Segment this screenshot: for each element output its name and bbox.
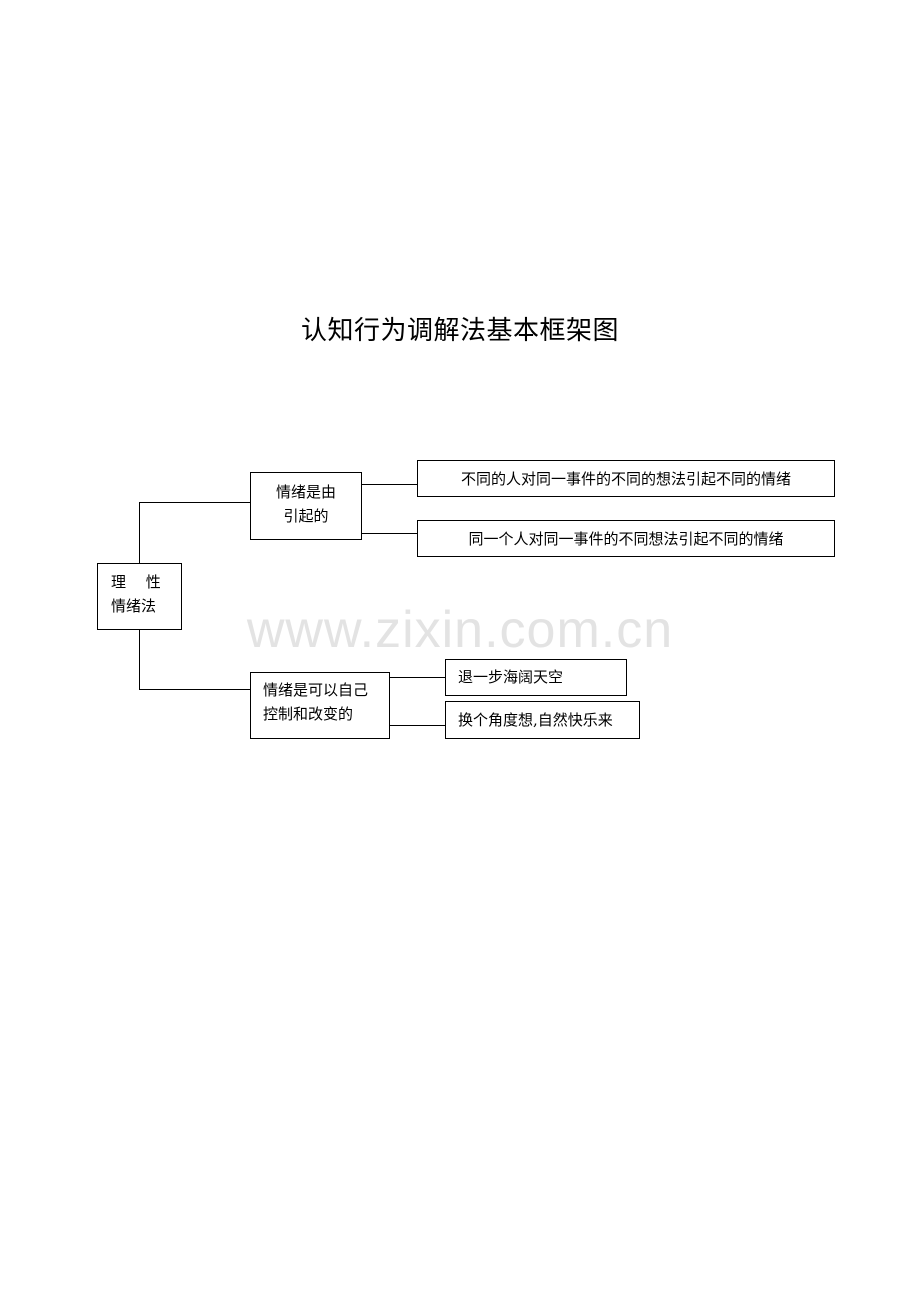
branch-2-to-leaf-2-connector xyxy=(389,725,445,726)
root-node-line-1: 理 性 xyxy=(111,573,161,591)
leaf-1-1-text: 不同的人对同一事件的不同的想法引起不同的情绪 xyxy=(460,469,791,488)
branch-1-line-2: 引起的 xyxy=(283,507,329,525)
leaf-1-2-text: 同一个人对同一事件的不同想法引起不同的情绪 xyxy=(468,529,784,548)
diagram-title: 认知行为调解法基本框架图 xyxy=(300,316,619,346)
leaf-node-step-back: 退一步海阔天空 xyxy=(445,659,627,696)
root-to-branch-1-connector xyxy=(139,502,250,503)
root-node: 理 性 情绪法 xyxy=(97,563,182,630)
branch-2-line-2: 控制和改变的 xyxy=(263,705,354,723)
leaf-2-1-text: 退一步海阔天空 xyxy=(458,668,564,686)
branch-1-to-leaf-1-connector xyxy=(361,484,417,485)
branch-node-emotion-control: 情绪是可以自己 控制和改变的 xyxy=(250,672,390,739)
leaf-node-change-perspective: 换个角度想,自然快乐来 xyxy=(445,701,640,739)
trunk-upper-connector xyxy=(139,502,140,563)
trunk-lower-connector xyxy=(139,629,140,690)
branch-1-to-leaf-2-connector xyxy=(361,533,417,534)
leaf-2-2-text: 换个角度想,自然快乐来 xyxy=(458,711,613,729)
root-to-branch-2-connector xyxy=(139,689,250,690)
branch-2-to-leaf-1-connector xyxy=(389,677,445,678)
leaf-node-same-person: 同一个人对同一事件的不同想法引起不同的情绪 xyxy=(417,520,835,557)
branch-2-line-1: 情绪是可以自己 xyxy=(263,681,369,699)
branch-1-line-1: 情绪是由 xyxy=(275,483,336,501)
leaf-node-different-people: 不同的人对同一事件的不同的想法引起不同的情绪 xyxy=(417,460,835,497)
root-node-line-2: 情绪法 xyxy=(111,597,157,615)
branch-node-emotion-cause: 情绪是由 引起的 xyxy=(250,472,362,540)
watermark: www.zixin.com.cn xyxy=(246,601,674,659)
